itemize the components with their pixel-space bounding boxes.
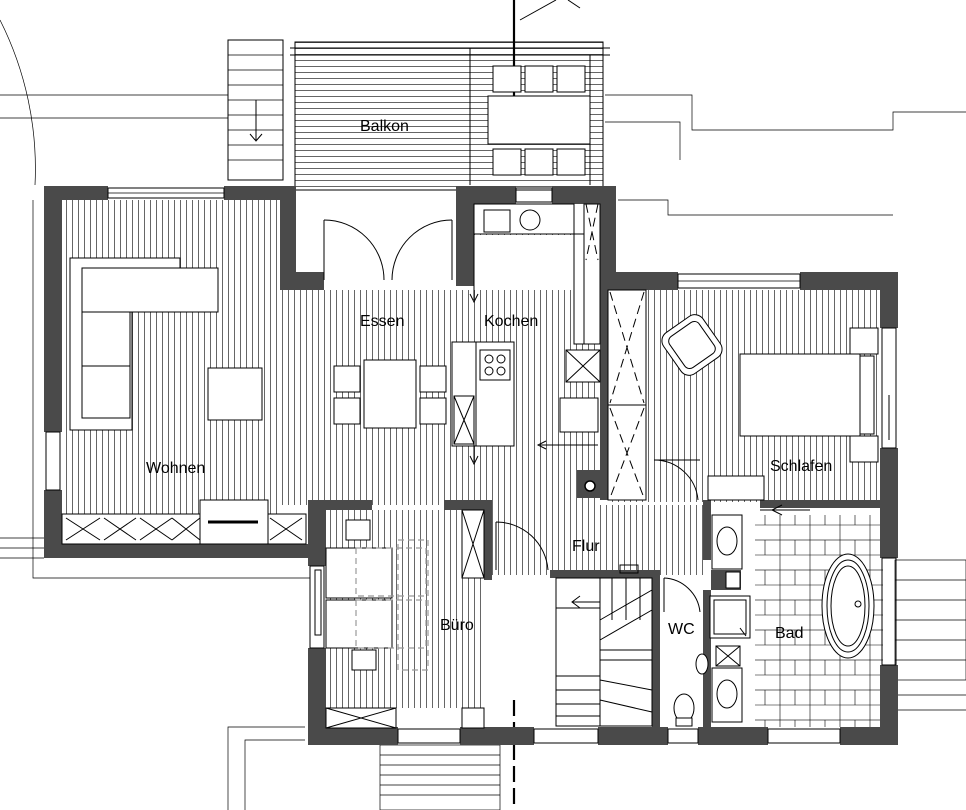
floor-finishes: [62, 42, 883, 727]
living-furniture: [61, 257, 307, 545]
dining-furniture: [333, 359, 447, 429]
walls: [44, 186, 898, 745]
label-flur: Flur: [572, 538, 600, 555]
label-essen: Essen: [360, 313, 404, 330]
room-labels: Balkon Essen Kochen Wohnen Schlafen Flur…: [146, 118, 832, 642]
bathroom-fixtures: [709, 514, 875, 723]
wc-fixtures: [673, 653, 709, 727]
label-wc: WC: [668, 621, 695, 638]
office-furniture: [325, 509, 485, 729]
label-buero: Büro: [440, 617, 474, 634]
balcony: [290, 41, 610, 191]
label-schlafen: Schlafen: [770, 458, 832, 475]
staircase: [555, 564, 653, 727]
bedroom-furniture: [607, 289, 879, 501]
label-bad: Bad: [775, 625, 803, 642]
doors: [323, 219, 810, 613]
label-wohnen: Wohnen: [146, 460, 205, 477]
label-balkon: Balkon: [360, 118, 409, 135]
kitchen: [451, 203, 601, 492]
balcony-table-set: [487, 65, 591, 176]
windows: [45, 187, 897, 744]
label-kochen: Kochen: [484, 313, 538, 330]
